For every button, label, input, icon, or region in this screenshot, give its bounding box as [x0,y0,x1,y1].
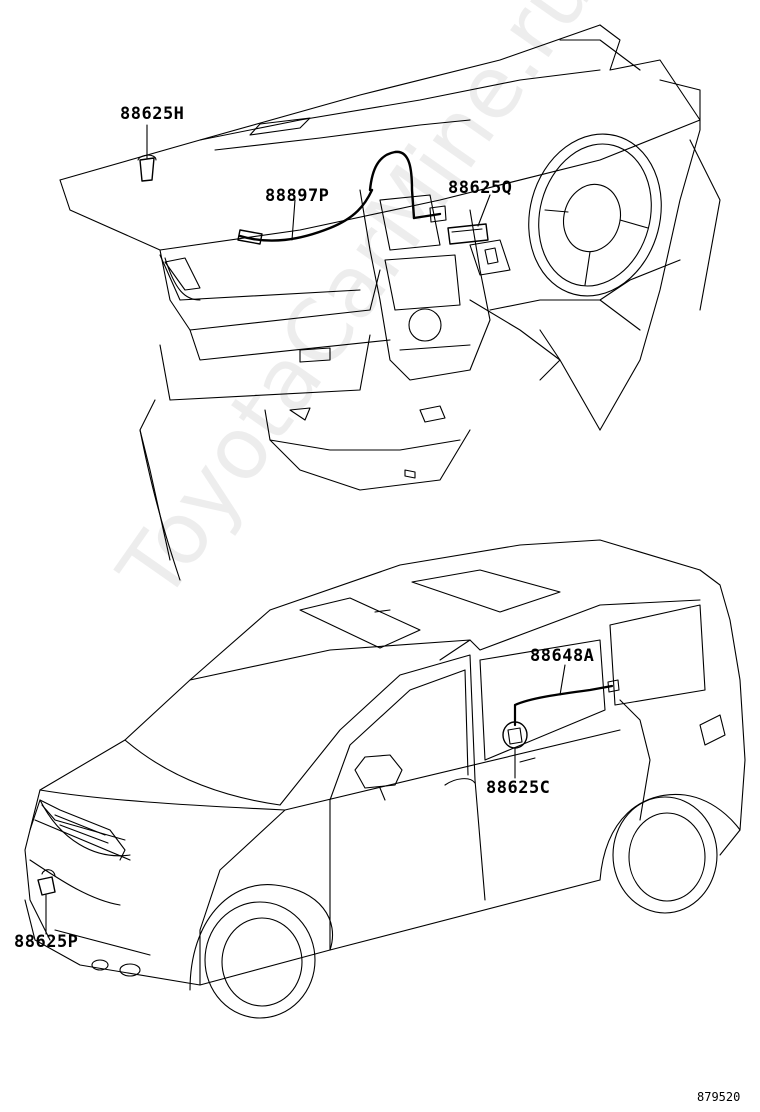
callout-88625c[interactable]: 88625C [486,778,551,798]
callout-88625h[interactable]: 88625H [120,104,185,124]
callout-88625p[interactable]: 88625P [14,932,79,952]
callout-88648a[interactable]: 88648A [530,646,595,666]
vehicle-illustration [24,539,746,1019]
dashboard-illustration [59,24,721,581]
leader-lines-top [146,124,491,241]
leader-lines-bottom [45,664,566,935]
diagram-id: 879520 [697,1090,741,1104]
callout-88625q[interactable]: 88625Q [448,178,513,198]
callout-88897p[interactable]: 88897P [265,186,330,206]
